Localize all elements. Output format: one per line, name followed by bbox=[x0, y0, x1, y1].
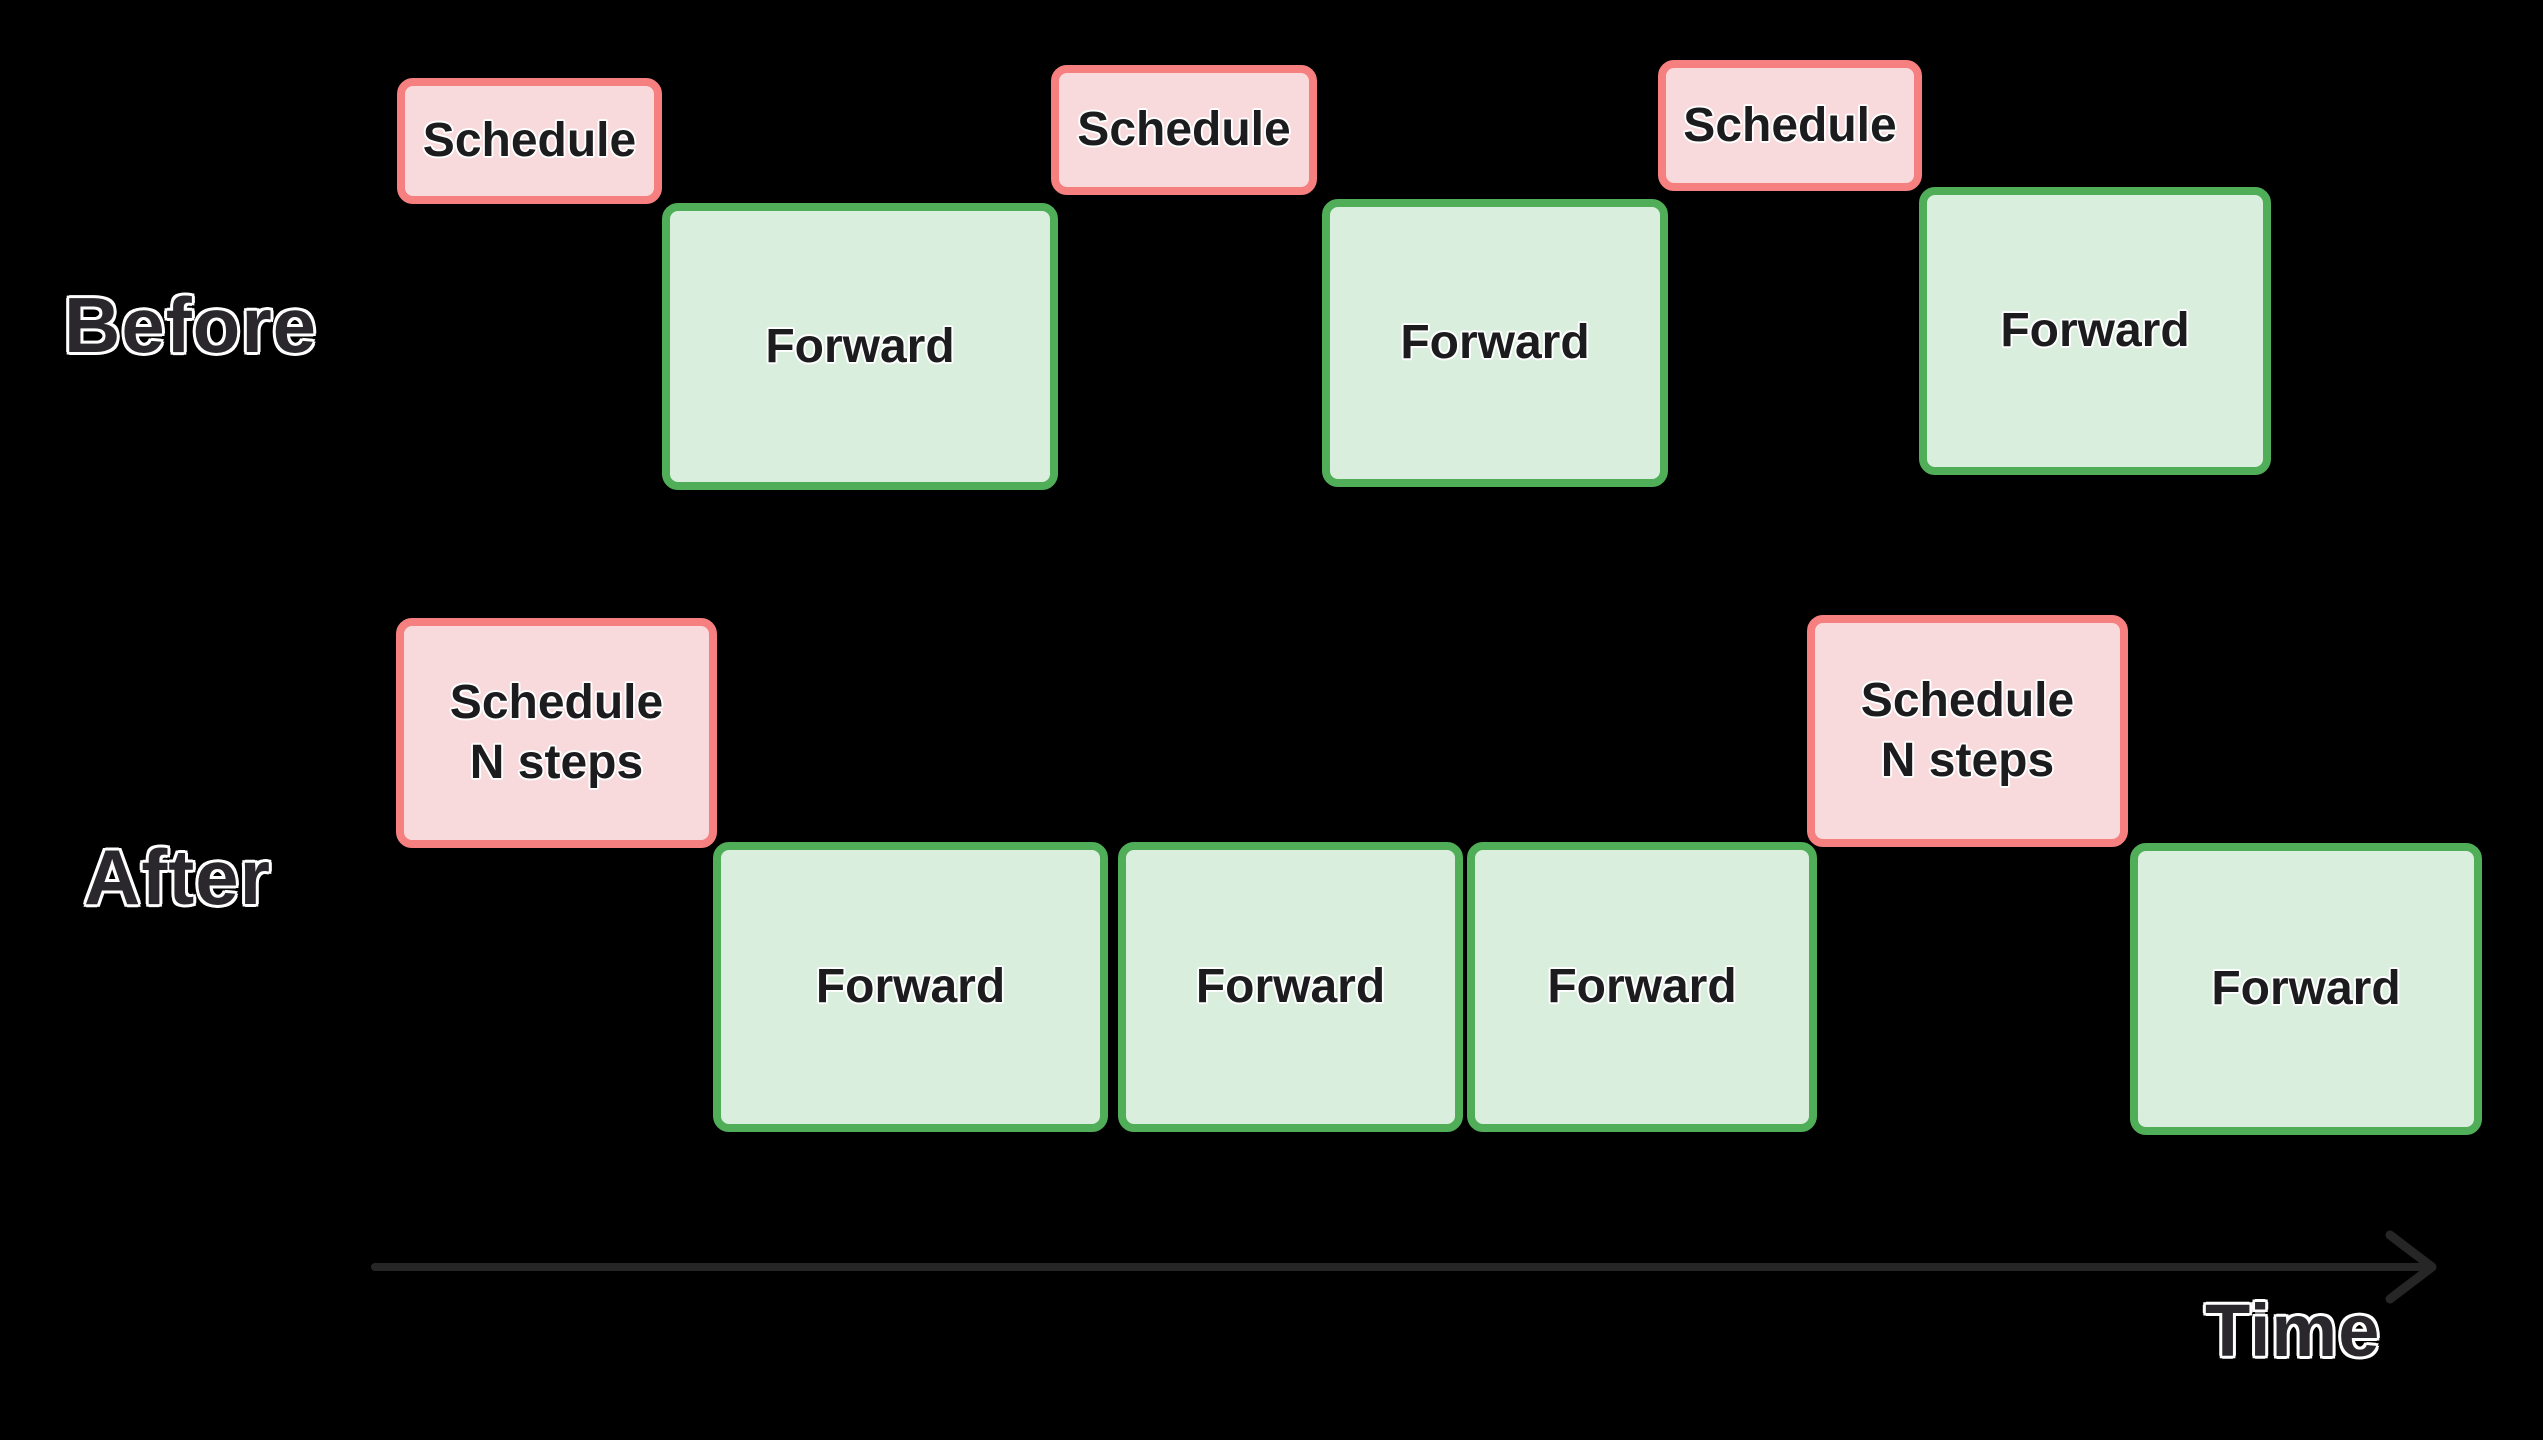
before-schedule-box-1: Schedule bbox=[397, 78, 662, 204]
after-forward-box-3: Forward bbox=[1467, 842, 1817, 1132]
after-schedule-nsteps-box-1: Schedule N steps bbox=[396, 618, 717, 848]
before-forward-box-2: Forward bbox=[1322, 199, 1668, 487]
after-schedule-nsteps-box-2: Schedule N steps bbox=[1807, 615, 2128, 847]
after-forward-box-1: Forward bbox=[713, 842, 1108, 1132]
after-forward-box-4: Forward bbox=[2130, 843, 2482, 1135]
box-label: Forward bbox=[2000, 304, 2190, 357]
box-label-line: Schedule bbox=[449, 676, 664, 729]
box-label: Forward bbox=[1547, 960, 1737, 1013]
box-label-line: N steps bbox=[469, 736, 644, 789]
before-schedule-box-3: Schedule bbox=[1658, 60, 1922, 191]
box-label-line: Schedule bbox=[1860, 674, 2075, 727]
box-label: Forward bbox=[1400, 316, 1590, 369]
box-label: Forward bbox=[815, 960, 1006, 1013]
box-label: Forward bbox=[765, 319, 955, 373]
box-label: Schedule bbox=[1683, 98, 1897, 152]
box-label: Forward bbox=[1195, 960, 1386, 1013]
box-label: Forward bbox=[2211, 962, 2401, 1015]
time-axis-label: Time bbox=[2205, 1289, 2381, 1372]
before-forward-box-1: Forward bbox=[662, 203, 1058, 490]
after-row-label: After bbox=[84, 833, 272, 921]
after-forward-box-2: Forward bbox=[1118, 842, 1463, 1132]
box-label: Schedule bbox=[1077, 103, 1291, 156]
before-row-label: Before bbox=[64, 281, 318, 369]
box-label-line: N steps bbox=[1880, 734, 2055, 787]
before-schedule-box-2: Schedule bbox=[1051, 65, 1317, 195]
before-forward-box-3: Forward bbox=[1919, 187, 2271, 475]
box-label: Schedule bbox=[422, 114, 637, 167]
